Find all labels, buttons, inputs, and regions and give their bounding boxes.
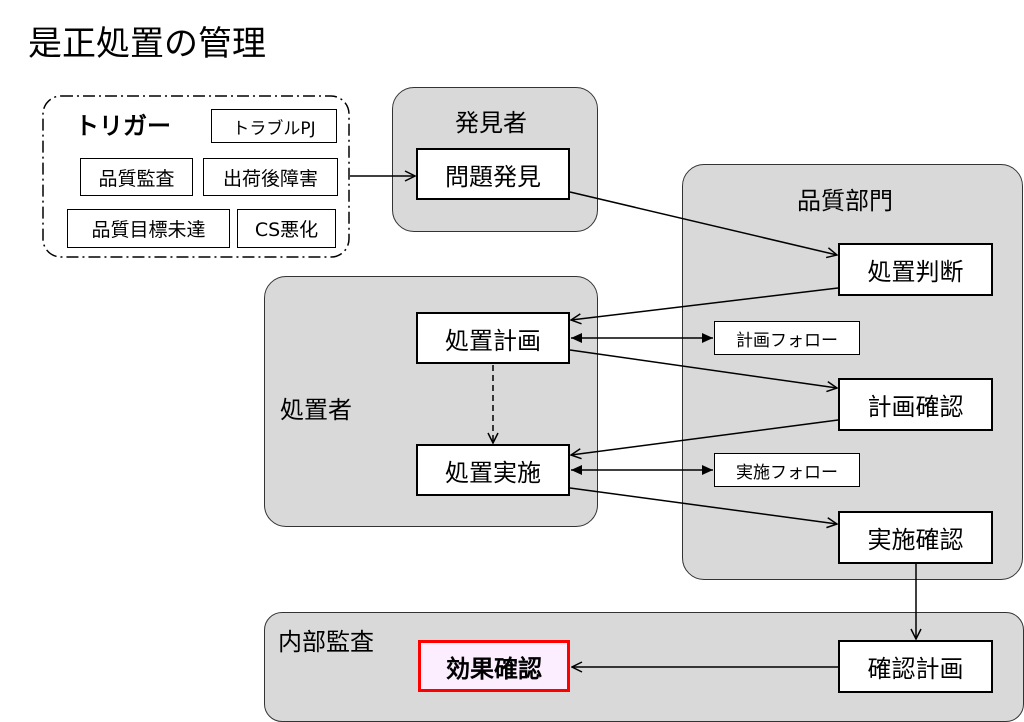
- arrow: [569, 191, 837, 255]
- arrow: [571, 419, 839, 455]
- arrow: [569, 487, 837, 524]
- arrow: [569, 349, 837, 388]
- node-problem-found: 問題発見: [416, 148, 570, 200]
- node-judgement: 処置判断: [838, 243, 993, 296]
- trigger-item: 品質目標未達: [67, 209, 230, 248]
- page-title: 是正処置の管理: [28, 24, 266, 64]
- trigger-group: [42, 95, 350, 258]
- trigger-item: CS悪化: [237, 209, 336, 248]
- handler-label: 処置者: [280, 396, 352, 424]
- trigger-border: [42, 95, 350, 258]
- discoverer-label: 発見者: [455, 109, 527, 137]
- trigger-item: 品質監査: [80, 158, 193, 196]
- audit-label: 内部監査: [278, 628, 374, 656]
- node-plan-check: 計画確認: [838, 378, 993, 431]
- trigger-label: トリガー: [75, 112, 171, 140]
- node-implement: 処置実施: [416, 444, 570, 496]
- node-plan-follow: 計画フォロー: [714, 321, 860, 355]
- node-plan: 処置計画: [416, 312, 570, 364]
- node-effect-check: 効果確認: [418, 640, 570, 692]
- arrow: [571, 287, 839, 320]
- quality-dept-label: 品質部門: [797, 187, 893, 215]
- trigger-item: トラブルPJ: [211, 109, 337, 143]
- node-check-plan: 確認計画: [838, 640, 993, 693]
- node-impl-follow: 実施フォロー: [714, 453, 860, 487]
- node-impl-check: 実施確認: [838, 511, 993, 564]
- trigger-item: 出荷後障害: [203, 158, 338, 196]
